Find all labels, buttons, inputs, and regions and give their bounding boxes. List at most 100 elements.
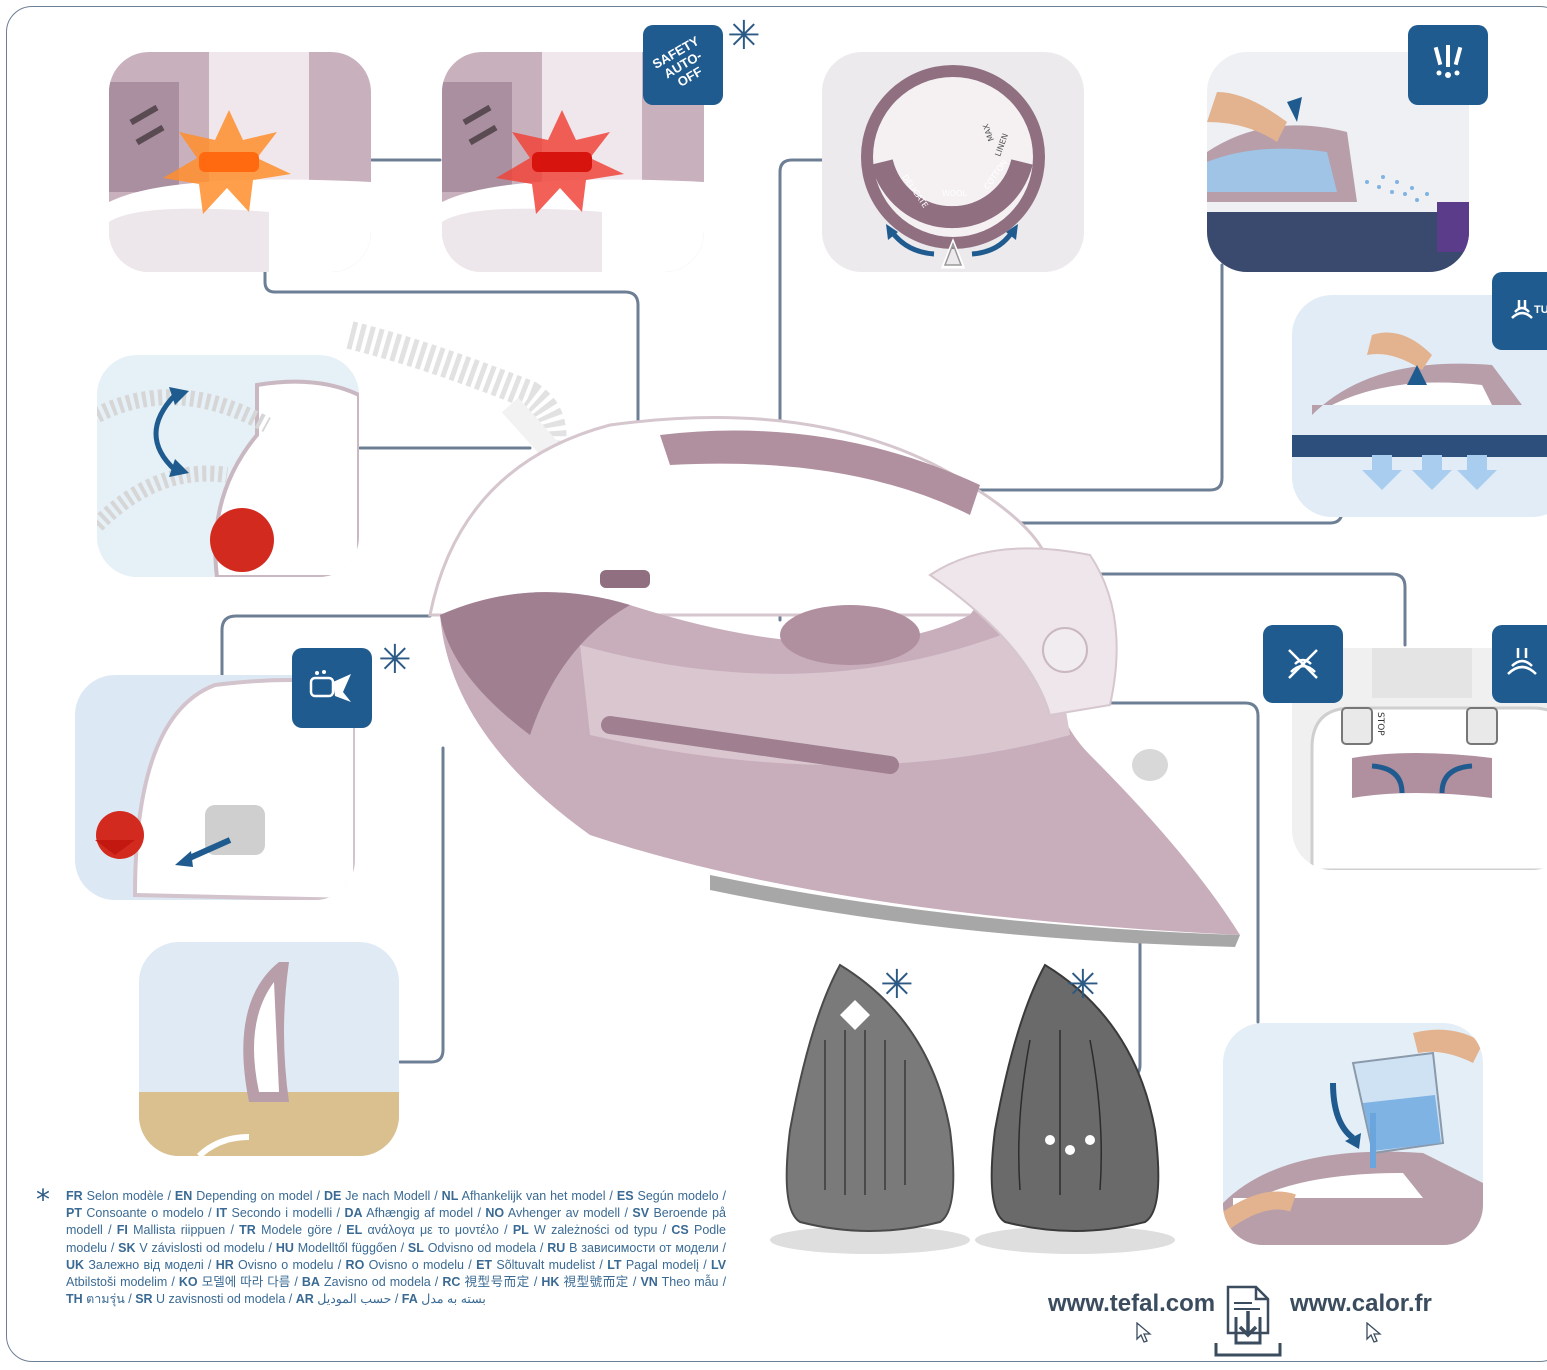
language-text: W zależności od typu — [529, 1223, 658, 1237]
footnote-entry: IT Secondo i modelli — [216, 1206, 332, 1220]
language-text: Je nach Modell — [341, 1189, 430, 1203]
footnote-entry: DA Afhængig af model — [344, 1206, 473, 1220]
footnote-entry: TH ตามรุ่น — [66, 1292, 125, 1306]
footnote-entry: SK V závislosti od modelu — [118, 1241, 265, 1255]
tefal-link[interactable]: www.tefal.com — [1048, 1290, 1215, 1318]
footnote-entry: UK Залежно від моделі — [66, 1258, 204, 1272]
language-text: Sõltuvalt mudelist — [492, 1258, 595, 1272]
language-text: Modelltől függően — [294, 1241, 397, 1255]
footnote-entry: SR U zavisnosti od modela — [135, 1292, 285, 1306]
language-text: U zavisnosti od modela — [153, 1292, 286, 1306]
language-code: RC — [442, 1275, 460, 1289]
spray-badge — [1408, 25, 1488, 105]
footnote-entry: LT Pagal modelį — [607, 1258, 699, 1272]
footnote-entry: EL ανάλογα με το μοντέλο — [346, 1223, 499, 1237]
language-code: SK — [118, 1241, 135, 1255]
language-code: KO — [179, 1275, 198, 1289]
no-steam-badge — [1263, 625, 1343, 703]
panel-cord-pivot — [97, 355, 359, 577]
language-code: PL — [513, 1223, 529, 1237]
language-code: NO — [485, 1206, 504, 1220]
footnote-entry: KO 모델에 따라 다름 — [179, 1275, 290, 1289]
language-code: SL — [408, 1241, 424, 1255]
language-text: Consoante o modelo — [82, 1206, 204, 1220]
language-code: DE — [324, 1189, 341, 1203]
footnote-entry: AR حسب الموديل — [296, 1292, 392, 1306]
footnote-entry: DE Je nach Modell — [324, 1189, 430, 1203]
language-text: Depending on model — [192, 1189, 312, 1203]
language-code: LT — [607, 1258, 621, 1272]
dial-label-wool: WOOL — [942, 189, 968, 198]
panel-water-filling — [1223, 1023, 1483, 1245]
language-code: HR — [216, 1258, 234, 1272]
language-text: Afhængig af model — [363, 1206, 474, 1220]
steam-iron-illustration — [330, 315, 1260, 955]
temperature-dial-illustration: DELICATE WOOL COTTON LINEN MAX — [822, 52, 1084, 272]
language-text: Theo mẫu — [658, 1275, 719, 1289]
language-text: Pagal modelį — [622, 1258, 699, 1272]
language-code: FR — [66, 1189, 83, 1203]
heat-light-orange-illustration — [109, 52, 371, 272]
language-code: ES — [617, 1189, 634, 1203]
cursor-icon — [1365, 1322, 1383, 1344]
model-asterisk: ✳ — [880, 965, 914, 1005]
language-text: V závislosti od modelu — [136, 1241, 265, 1255]
footnote-entry: FR Selon modèle — [66, 1189, 164, 1203]
steam-badge — [1492, 625, 1547, 703]
language-text: 視型號而定 — [559, 1275, 628, 1289]
language-text: Avhenger av modell — [504, 1206, 620, 1220]
turbo-steam-icon — [1507, 296, 1537, 326]
language-code: SV — [632, 1206, 649, 1220]
language-code: FA — [402, 1292, 418, 1306]
language-code: EN — [175, 1189, 192, 1203]
language-code: SR — [135, 1292, 152, 1306]
language-code: RU — [547, 1241, 565, 1255]
calor-link[interactable]: www.calor.fr — [1290, 1290, 1432, 1318]
footnote-asterisk: * — [36, 1186, 50, 1214]
footnote-entry: FI Mallista riippuen — [117, 1223, 225, 1237]
heel-rest-illustration — [139, 942, 399, 1156]
no-steam-icon — [1283, 644, 1323, 684]
language-code: BA — [302, 1275, 320, 1289]
language-code: CS — [671, 1223, 688, 1237]
language-text: Zavisno od modela — [320, 1275, 431, 1289]
language-text: 모델에 따라 다름 — [198, 1275, 291, 1289]
download-icon[interactable] — [1212, 1283, 1287, 1363]
panel-temperature-dial: DELICATE WOOL COTTON LINEN MAX — [822, 52, 1084, 272]
model-asterisk: ✳ — [1066, 965, 1100, 1005]
turbo-badge: TUR — [1492, 272, 1547, 350]
language-text: Secondo i modelli — [227, 1206, 332, 1220]
panel-heat-light-orange — [109, 52, 371, 272]
language-code: IT — [216, 1206, 227, 1220]
language-text: В зависимости от модели — [565, 1241, 718, 1255]
soleplates-illustration — [765, 960, 1225, 1260]
footnote-entry: HK 視型號而定 — [541, 1275, 628, 1289]
language-text: بسته به مدل — [418, 1292, 486, 1306]
language-code: LV — [711, 1258, 726, 1272]
language-code: PT — [66, 1206, 82, 1220]
footnote-entry: RO Ovisno o modelu — [346, 1258, 464, 1272]
footnote-entry: ES Según modelo — [617, 1189, 719, 1203]
language-code: UK — [66, 1258, 84, 1272]
language-text: ตามรุ่น — [83, 1292, 125, 1306]
footnote-entry: FA بسته به مدل — [402, 1292, 486, 1306]
footnote-entry: SL Odvisno od modela — [408, 1241, 536, 1255]
footnote-entry: NO Avhenger av modell — [485, 1206, 620, 1220]
language-code: FI — [117, 1223, 128, 1237]
spray-icon — [1428, 43, 1468, 87]
footnote-entry: TR Modele göre — [239, 1223, 332, 1237]
language-code: HK — [541, 1275, 559, 1289]
water-filling-illustration — [1223, 1023, 1483, 1245]
language-code: NL — [442, 1189, 459, 1203]
language-text: Ovisno o modelu — [234, 1258, 334, 1272]
language-code: TH — [66, 1292, 83, 1306]
language-code: AR — [296, 1292, 314, 1306]
safety-auto-off-badge: SAFETY AUTO-OFF — [643, 25, 723, 105]
language-code: ET — [476, 1258, 492, 1272]
footnote-entry: HR Ovisno o modelu — [216, 1258, 334, 1272]
language-text: Atbilstoši modelim — [66, 1275, 167, 1289]
language-text: Залежно від моделі — [84, 1258, 204, 1272]
footnote-entry: NL Afhankelijk van het model — [442, 1189, 606, 1203]
language-text: Afhankelijk van het model — [458, 1189, 605, 1203]
language-code: RO — [346, 1258, 365, 1272]
